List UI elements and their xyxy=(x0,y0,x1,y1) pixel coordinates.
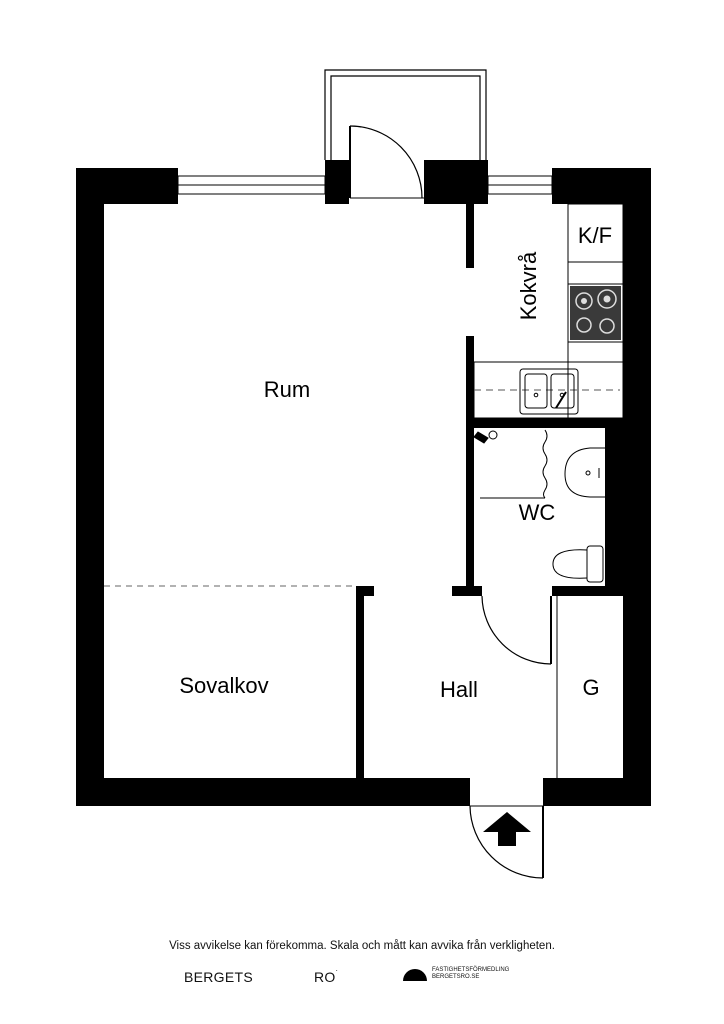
room-label-rum: Rum xyxy=(264,377,310,402)
brand-logo-right: RO˙ xyxy=(314,969,339,985)
wc-sink-icon xyxy=(564,447,605,498)
kitchen-sink-icon xyxy=(519,368,579,415)
kitchen-counter xyxy=(473,203,624,419)
balcony xyxy=(324,69,487,160)
room-label-kf: K/F xyxy=(578,223,612,248)
interior-walls xyxy=(356,204,623,778)
room-label-hall: Hall xyxy=(440,677,478,702)
exterior-walls xyxy=(76,160,651,806)
window-right xyxy=(487,175,553,195)
room-label-wc: WC xyxy=(519,500,556,525)
wc-door xyxy=(481,595,552,665)
window-left xyxy=(177,175,326,195)
disclaimer-text: Viss avvikelse kan förekomma. Skala och … xyxy=(169,940,555,952)
room-label-sovalkov: Sovalkov xyxy=(179,673,268,698)
toilet-icon xyxy=(552,545,604,583)
agency-dome-icon xyxy=(403,969,427,981)
entrance-arrow-icon xyxy=(483,812,531,846)
agency-line-1: FASTIGHETSFÖRMEDLING xyxy=(432,967,510,973)
brand-logo-right-text: RO xyxy=(314,969,336,985)
floor-plan: Rum Sovalkov Kokvrå K/F WC Hall G xyxy=(76,69,651,879)
brand-logo-left: BERGETS xyxy=(184,969,254,985)
room-label-g: G xyxy=(582,675,599,700)
agency-text: FASTIGHETSFÖRMEDLING BERGETSRO.SE xyxy=(432,967,509,981)
entrance-door xyxy=(469,805,544,879)
agency-logo: FASTIGHETSFÖRMEDLING BERGETSRO.SE xyxy=(402,966,509,982)
stove-icon xyxy=(570,286,621,340)
shower-icon xyxy=(473,429,548,499)
balcony-door xyxy=(349,125,424,199)
agency-line-2: BERGETSRO.SE xyxy=(432,974,480,980)
room-label-kokvra: Kokvrå xyxy=(516,251,541,320)
